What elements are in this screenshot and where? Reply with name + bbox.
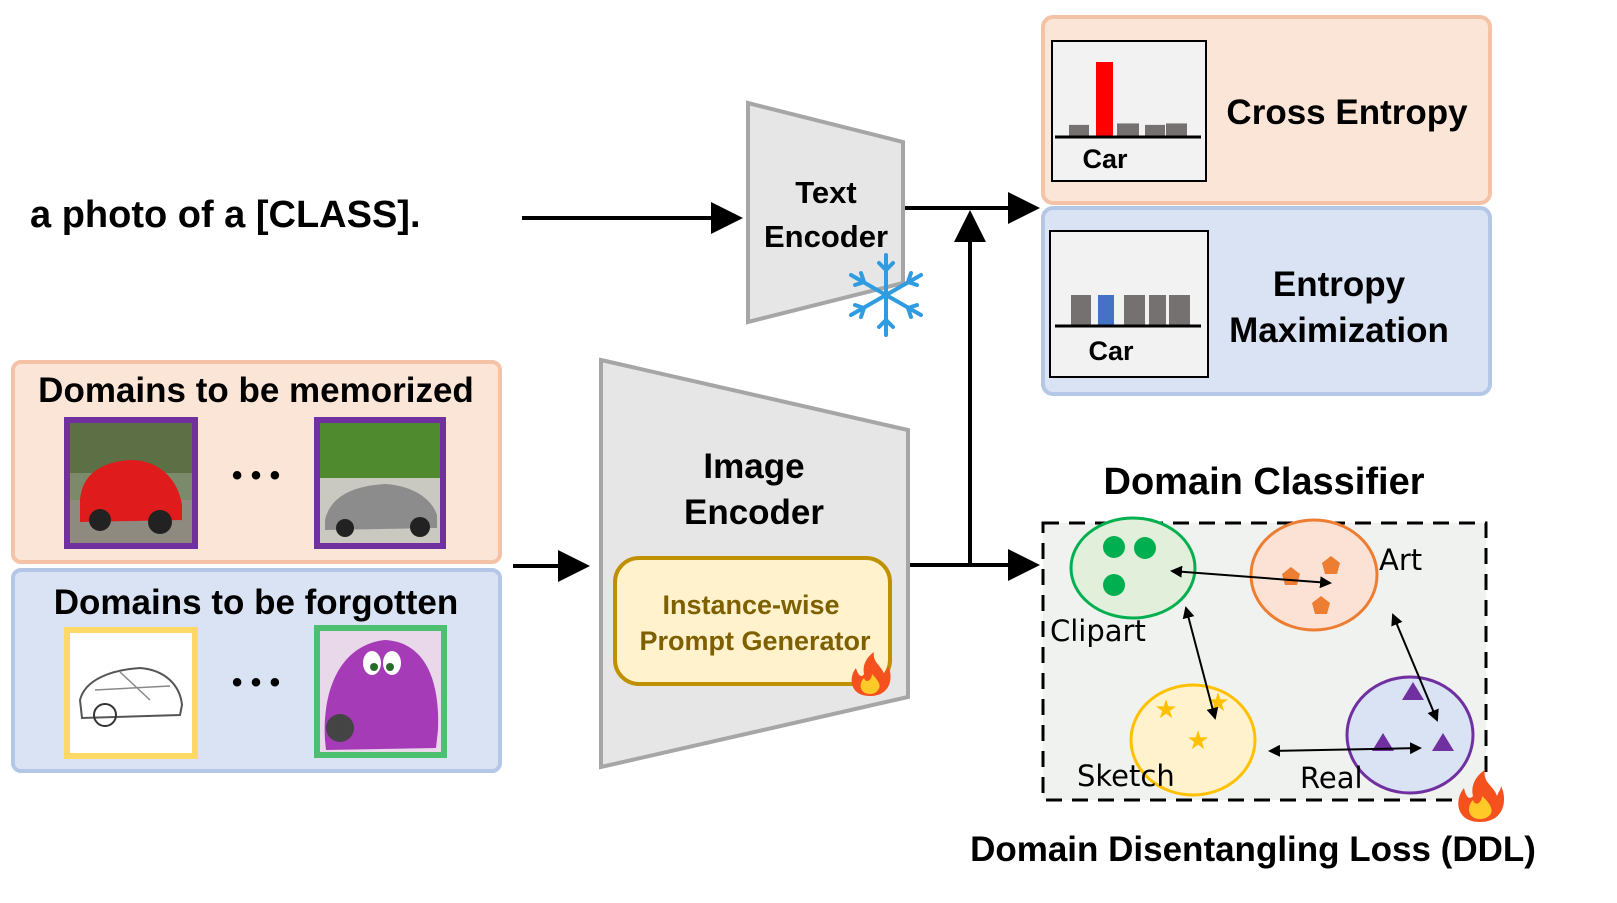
- text-encoder: Text Encoder: [746, 100, 923, 337]
- domain-classifier-title: Domain Classifier: [1104, 461, 1425, 503]
- text-encoder-label-1: Text: [795, 175, 856, 210]
- cross-entropy-bar-4: [1166, 123, 1187, 136]
- entropy-max-class-label: Car: [1088, 336, 1134, 366]
- cross-entropy-class-label: Car: [1082, 144, 1128, 174]
- entropy-maximization-panel: Car Entropy Maximization: [1041, 206, 1492, 396]
- silver-car-photo: [314, 417, 446, 549]
- cross-entropy-bar-group: [1069, 62, 1187, 136]
- arrow-clipart-art: [1170, 565, 1332, 589]
- arrow-sketch-real: [1268, 742, 1422, 757]
- domain-classifier-box: Clipart Art ★ ★ ★ Sketch Real: [1041, 516, 1505, 822]
- entropy-max-title-1: Entropy: [1273, 265, 1406, 304]
- entropy-max-bar-3: [1149, 295, 1166, 325]
- entropy-max-title-2: Maximization: [1229, 311, 1449, 350]
- cross-entropy-bar-3: [1145, 124, 1165, 136]
- image-encoder-label-2: Encoder: [684, 493, 824, 532]
- forgotten-title: Domains to be forgotten: [54, 583, 458, 622]
- prompt-generator-label-2: Prompt Generator: [639, 626, 871, 656]
- memorized-ellipsis: • • •: [232, 459, 280, 492]
- prompt-text: a photo of a [CLASS].: [30, 194, 421, 236]
- memorized-title: Domains to be memorized: [38, 371, 474, 410]
- fire-icon: [1458, 770, 1505, 822]
- ddl-label: Domain Disentangling Loss (DDL): [970, 830, 1536, 869]
- snowflake-icon: [849, 253, 923, 337]
- svg-text:★: ★: [1186, 725, 1209, 755]
- forgotten-domains-panel: Domains to be forgotten • • •: [11, 568, 502, 773]
- memorized-domains-panel: Domains to be memorized • • •: [11, 360, 502, 564]
- entropy-max-bar-group: [1071, 295, 1190, 325]
- text-encoder-label-2: Encoder: [764, 219, 888, 254]
- cross-entropy-bar-2: [1117, 123, 1139, 136]
- image-encoder: Image Encoder Instance-wise Prompt Gener…: [599, 357, 910, 770]
- cluster-label-real: Real: [1300, 761, 1363, 795]
- forgotten-ellipsis: • • •: [232, 666, 280, 699]
- cross-entropy-panel: Car Cross Entropy: [1041, 15, 1492, 205]
- entropy-max-bar-1: [1098, 295, 1114, 325]
- entropy-max-bar-0: [1071, 295, 1091, 325]
- cross-entropy-bar-0: [1069, 124, 1089, 136]
- cluster-label-sketch: Sketch: [1077, 759, 1175, 793]
- entropy-max-bar-4: [1169, 295, 1190, 325]
- arrow-clipart-sketch: [1182, 606, 1219, 720]
- purple-cartoon-car: [314, 625, 447, 758]
- cross-entropy-title: Cross Entropy: [1226, 93, 1468, 132]
- svg-text:★: ★: [1154, 694, 1177, 724]
- arrow-art-real: [1391, 613, 1439, 722]
- fire-icon: [851, 652, 891, 696]
- cross-entropy-bar-1: [1096, 62, 1113, 136]
- red-car-photo: [64, 417, 198, 549]
- entropy-max-bar-2: [1124, 295, 1145, 325]
- car-sketch: [64, 627, 198, 759]
- prompt-generator-box: [613, 556, 892, 686]
- cluster-label-art: Art: [1379, 543, 1422, 577]
- prompt-generator-label-1: Instance-wise: [662, 590, 839, 620]
- image-encoder-label-1: Image: [703, 447, 804, 486]
- cluster-real: Real: [1300, 675, 1475, 795]
- cluster-label-clipart: Clipart: [1050, 614, 1146, 648]
